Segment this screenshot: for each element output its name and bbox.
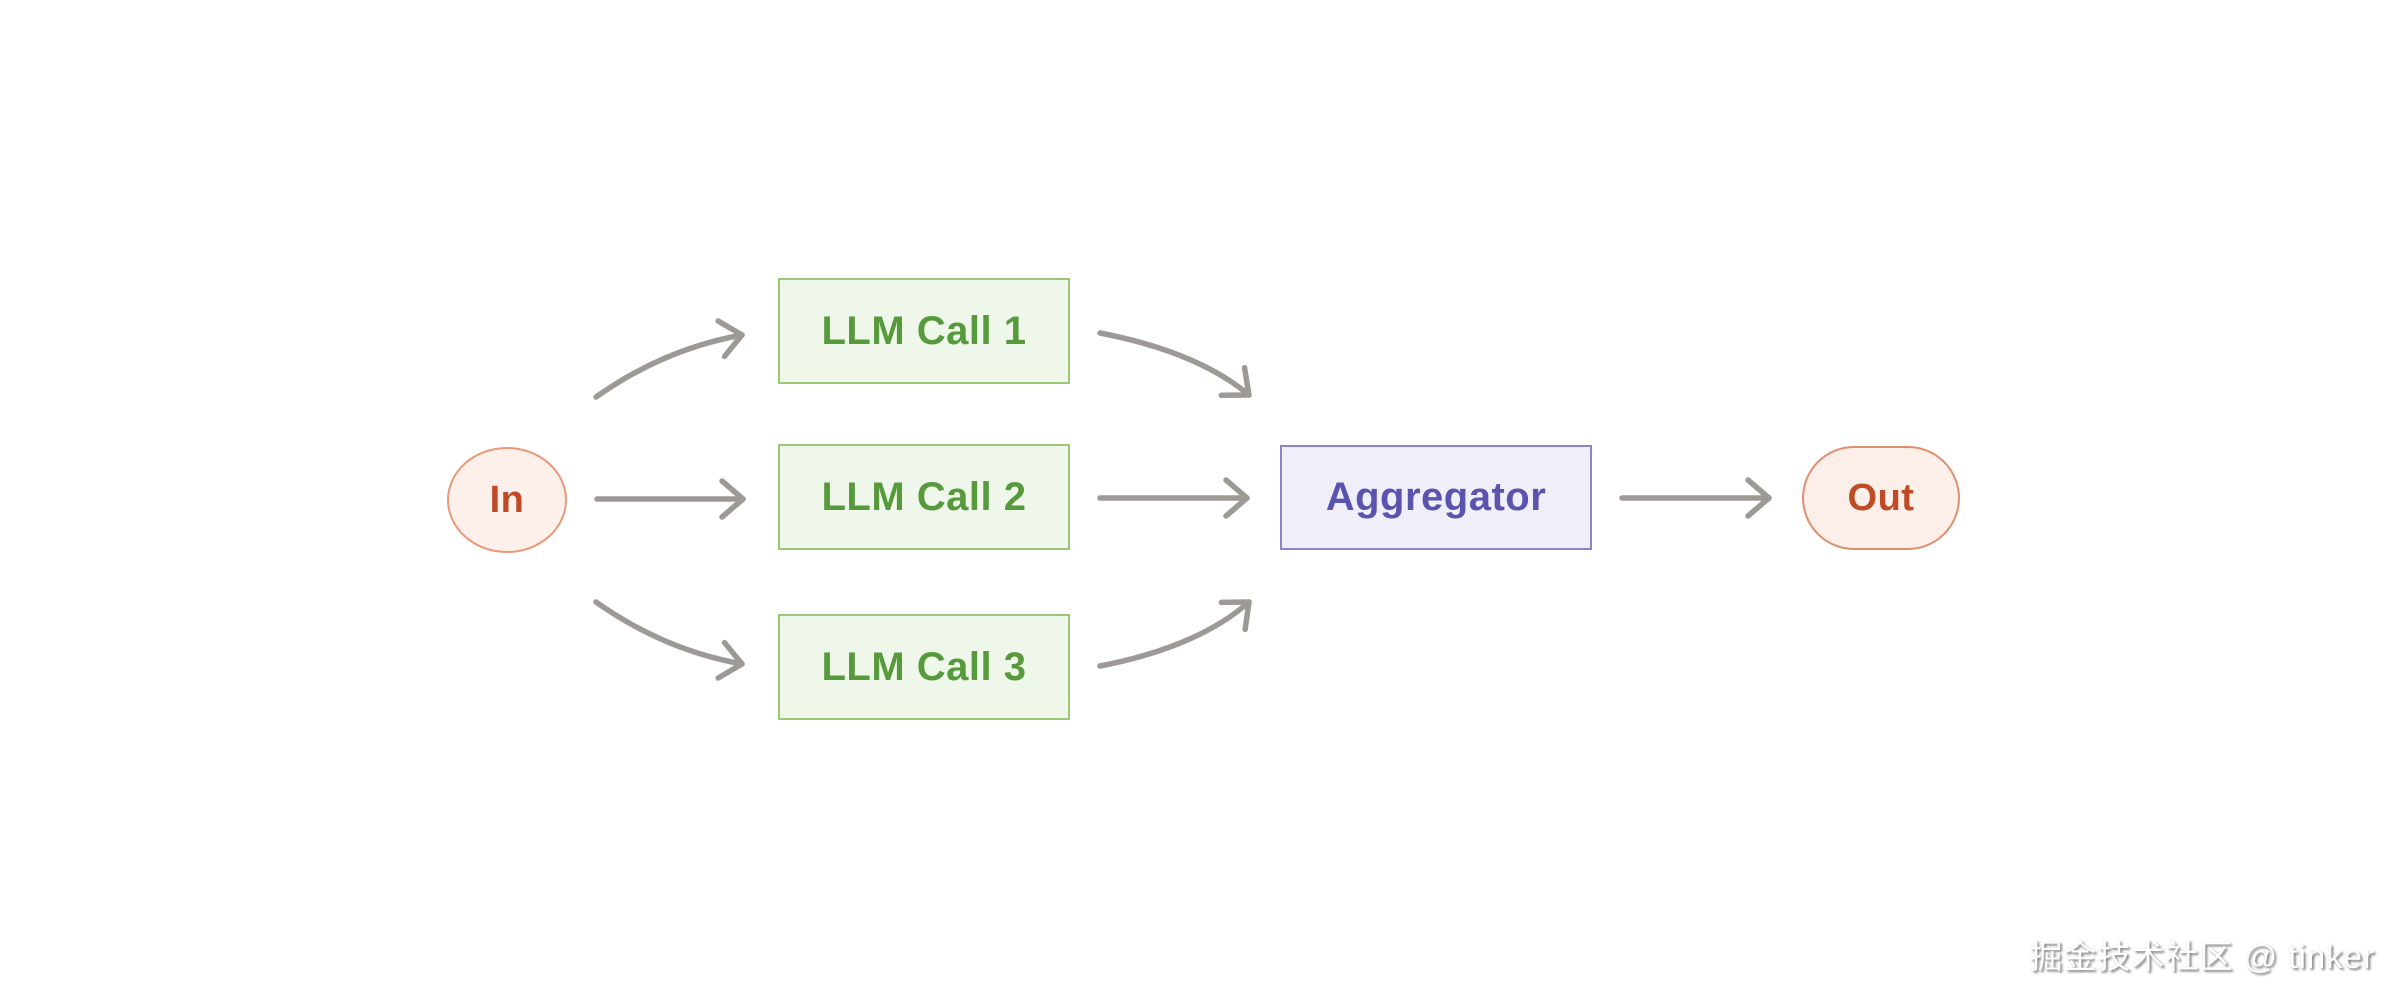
node-llm-call-2: LLM Call 2 <box>778 444 1070 550</box>
edge-llm-call-1-to-aggregator <box>1097 330 1252 398</box>
node-llm-call-1: LLM Call 1 <box>778 278 1070 384</box>
edge-in-to-llm-call-1 <box>593 318 745 400</box>
node-in-label: In <box>489 478 525 521</box>
node-in: In <box>447 447 567 553</box>
node-aggregator-label: Aggregator <box>1325 475 1547 519</box>
edge-in-to-llm-call-3 <box>593 599 745 681</box>
node-llm-call-3: LLM Call 3 <box>778 614 1070 720</box>
node-llm-call-3-label: LLM Call 3 <box>821 644 1027 689</box>
edge-llm-call-3-to-aggregator <box>1097 599 1252 669</box>
node-out: Out <box>1802 446 1960 550</box>
node-llm-call-2-label: LLM Call 2 <box>821 474 1027 519</box>
node-llm-call-1-label: LLM Call 1 <box>821 308 1027 353</box>
node-aggregator: Aggregator <box>1280 445 1592 550</box>
node-out-label: Out <box>1847 476 1915 519</box>
watermark: 掘金技术社区 @ tinker <box>2029 938 2375 975</box>
